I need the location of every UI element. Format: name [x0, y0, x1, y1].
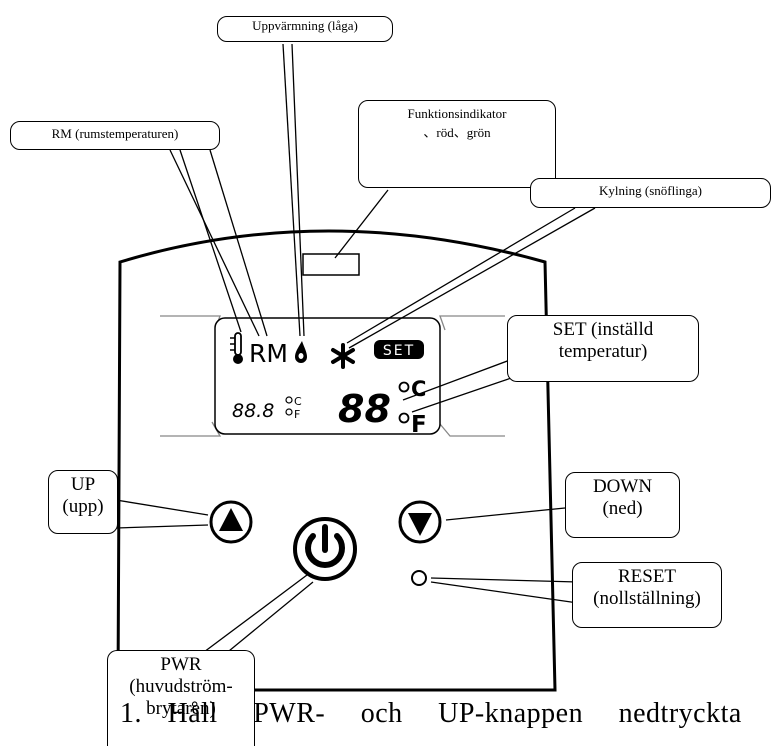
- callout-heating: Uppvärmning (låga): [217, 16, 393, 42]
- unit-f: F: [411, 412, 427, 438]
- callout-up-line2: (upp): [62, 495, 104, 517]
- flame-icon: [295, 341, 307, 363]
- callout-down-line2: (ned): [602, 497, 643, 519]
- small-degree-c-dot: [285, 396, 293, 404]
- room-temp-readout: 88.8: [232, 400, 274, 422]
- callout-heating-text: Uppvärmning (låga): [252, 18, 358, 33]
- controller-panel: [116, 229, 557, 692]
- display-deco-right-bottom: [439, 423, 505, 437]
- caption-text: Håll PWR- och UP-knappen nedtryckta: [167, 698, 742, 729]
- degree-f-dot: [398, 412, 410, 424]
- callout-down-line1: DOWN: [592, 476, 653, 497]
- up-arrow-icon: [219, 508, 243, 531]
- display-deco-left-bottom: [160, 421, 222, 437]
- instruction-caption: 1. Håll PWR- och UP-knappen nedtryckta: [120, 698, 742, 730]
- callout-rm-text: RM (rumstemperaturen): [51, 126, 179, 141]
- thermometer-icon: [230, 332, 243, 364]
- callout-function-line2: 、röd、grön: [423, 124, 491, 140]
- display-deco-left-top: [160, 315, 221, 331]
- snowflake-icon: [331, 343, 355, 369]
- up-button[interactable]: [209, 500, 253, 544]
- callout-rm: RM (rumstemperaturen): [10, 121, 220, 150]
- down-button[interactable]: [398, 500, 442, 544]
- small-unit-f: F: [294, 408, 300, 421]
- lcd-rm-label: RM: [249, 339, 288, 368]
- callout-up-line1: UP: [70, 474, 96, 495]
- callout-cooling-text: Kylning (snöflinga): [599, 183, 702, 198]
- callout-function-indicator: Funktionsindikator 、röd、grön: [358, 100, 556, 188]
- callout-cooling: Kylning (snöflinga): [530, 178, 771, 208]
- caption-number: 1.: [120, 698, 142, 729]
- callout-down: DOWN (ned): [565, 472, 680, 538]
- callout-reset: RESET (nollställning): [572, 562, 722, 628]
- display-deco-right-top: [439, 315, 505, 331]
- callout-set-line2: temperatur): [558, 340, 648, 362]
- power-button[interactable]: [293, 517, 357, 581]
- callout-set-line1: SET (inställd: [552, 319, 654, 340]
- down-arrow-icon: [408, 513, 432, 536]
- callout-set: SET (inställd temperatur): [507, 315, 699, 382]
- small-unit-c: C: [294, 395, 302, 408]
- set-badge: SET: [383, 343, 415, 359]
- leader-lines: [115, 43, 596, 661]
- callout-pwr-line1: PWR: [160, 654, 202, 675]
- set-temp-readout: 88: [338, 387, 391, 431]
- callout-pwr-line2: (huvudström-: [129, 675, 233, 697]
- degree-c-dot: [398, 381, 410, 393]
- callout-reset-line2: (nollställning): [593, 587, 701, 609]
- reset-button[interactable]: [411, 570, 427, 586]
- callout-pwr: PWR (huvudström- brytaren): [107, 650, 255, 746]
- callout-function-line1: Funktionsindikator: [407, 106, 507, 121]
- function-indicator-led: [302, 253, 360, 276]
- callout-pwr-line3: brytaren): [146, 697, 216, 719]
- callout-up: UP (upp): [48, 470, 118, 534]
- unit-c: C: [411, 377, 426, 401]
- power-icon: [305, 524, 345, 569]
- set-badge-bg: [374, 340, 424, 359]
- callout-reset-line1: RESET: [617, 566, 677, 587]
- small-degree-f-dot: [285, 408, 293, 416]
